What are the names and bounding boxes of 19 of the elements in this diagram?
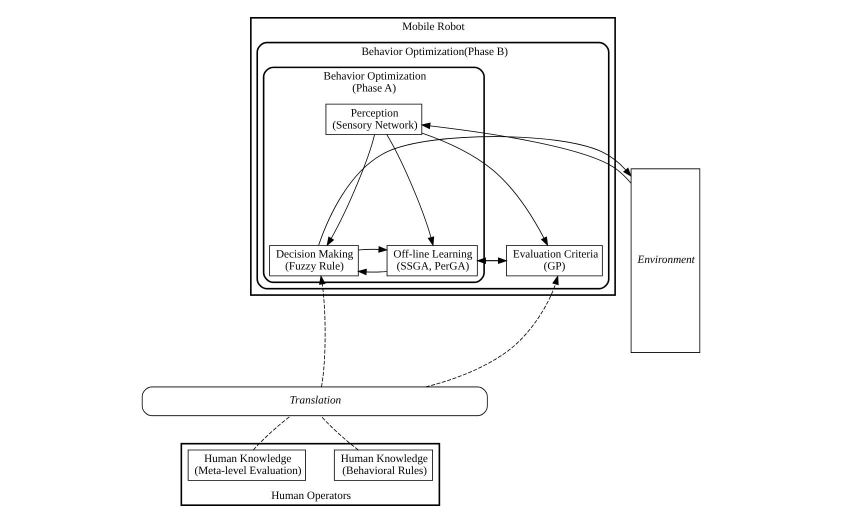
arrow (357, 246, 388, 253)
node-box: Translation (141, 386, 488, 416)
arrow (318, 274, 326, 388)
node-box: Perception (Sensory Network) (325, 104, 422, 135)
arrow (326, 134, 374, 246)
arrow (386, 134, 434, 247)
arrow (424, 275, 558, 388)
connector (252, 415, 291, 450)
node-box: Decision Making (Fuzzy Rule) (268, 245, 358, 276)
node-box: Environment (630, 168, 700, 353)
node-box: Human Knowledge (Meta-level Evaluation) (187, 450, 306, 481)
node-box: Evaluation Criteria (GP) (506, 245, 602, 276)
arrow (420, 122, 631, 184)
node-box: Off-line Learning (SSGA, PerGA) (386, 245, 478, 276)
node-box: Human Knowledge (Behavioral Rules) (333, 450, 432, 481)
arrow (421, 132, 548, 246)
arrow (318, 136, 632, 246)
arrow (356, 268, 387, 276)
connector (320, 416, 358, 450)
